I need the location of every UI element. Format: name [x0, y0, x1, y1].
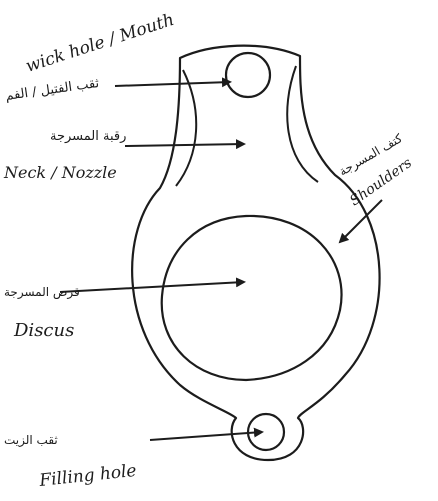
discus-label-en: Discus: [13, 320, 74, 341]
filling-hole-label-ar: ثقب الزيت: [4, 433, 58, 448]
wick-hole: [226, 53, 270, 97]
neck-arrow: [125, 144, 244, 146]
wick-hole-arrow: [115, 82, 230, 86]
neck-label-en: Neck / Nozzle: [3, 163, 117, 182]
wick-hole-label-ar: ثقب الفتيل / الفم: [4, 76, 100, 104]
neck-label-ar: رقبة المسرجة: [50, 129, 126, 144]
neck-right-channel: [287, 66, 318, 182]
filling-hole-label-en: Filling hole: [37, 461, 137, 491]
discus: [162, 216, 342, 380]
filling-hole-arrow: [150, 432, 262, 440]
wick-hole-label-en: wick hole / Mouth: [23, 10, 176, 77]
lamp-outline: [132, 46, 379, 460]
discus-label-ar: قرص المسرجة: [4, 285, 80, 300]
discus-arrow: [60, 282, 244, 292]
